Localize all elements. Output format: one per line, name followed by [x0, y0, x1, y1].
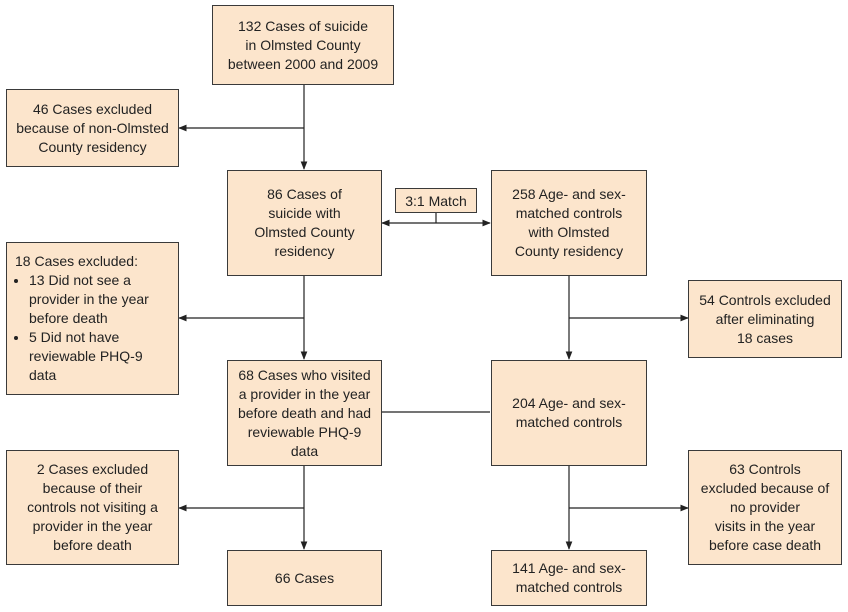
- box-controls-204-text: 204 Age- and sex- matched controls: [512, 395, 626, 430]
- box-cases-66: 66 Cases: [227, 550, 382, 606]
- box-cases-86: 86 Cases of suicide with Olmsted County …: [227, 170, 382, 276]
- box-excluded-2: 2 Cases excluded because of their contro…: [6, 450, 179, 565]
- box-cases-86-text: 86 Cases of suicide with Olmsted County …: [254, 186, 355, 259]
- list-item: 13 Did not see a provider in the year be…: [29, 271, 149, 328]
- box-excluded-63: 63 Controls excluded because of no provi…: [688, 450, 842, 565]
- box-excluded-2-text: 2 Cases excluded because of their contro…: [27, 461, 158, 553]
- box-excluded-54: 54 Controls excluded after eliminating 1…: [688, 280, 842, 358]
- box-controls-141-text: 141 Age- and sex- matched controls: [512, 560, 626, 595]
- box-excluded-63-text: 63 Controls excluded because of no provi…: [700, 461, 830, 553]
- match-label: 3:1 Match: [395, 188, 477, 213]
- box-excluded-54-text: 54 Controls excluded after eliminating 1…: [699, 291, 831, 346]
- box-excluded-18-title: 18 Cases excluded:: [15, 253, 138, 269]
- box-controls-204: 204 Age- and sex- matched controls: [491, 360, 647, 466]
- box-excluded-18-list: 13 Did not see a provider in the year be…: [15, 271, 149, 385]
- box-total-cases-text: 132 Cases of suicide in Olmsted County b…: [227, 17, 379, 72]
- box-cases-66-text: 66 Cases: [274, 569, 335, 586]
- box-cases-68: 68 Cases who visited a provider in the y…: [227, 360, 382, 466]
- box-cases-68-text: 68 Cases who visited a provider in the y…: [237, 366, 372, 459]
- box-excluded-residency-text: 46 Cases excluded because of non-Olmsted…: [16, 100, 169, 155]
- box-controls-141: 141 Age- and sex- matched controls: [491, 550, 647, 606]
- box-excluded-18: 18 Cases excluded: 13 Did not see a prov…: [6, 242, 179, 395]
- box-controls-258-text: 258 Age- and sex- matched controls with …: [512, 186, 626, 259]
- list-item: 5 Did not have reviewable PHQ-9 data: [29, 328, 149, 385]
- match-label-text: 3:1 Match: [405, 192, 467, 209]
- box-controls-258: 258 Age- and sex- matched controls with …: [491, 170, 647, 276]
- box-total-cases: 132 Cases of suicide in Olmsted County b…: [212, 5, 394, 85]
- box-excluded-residency: 46 Cases excluded because of non-Olmsted…: [6, 89, 179, 167]
